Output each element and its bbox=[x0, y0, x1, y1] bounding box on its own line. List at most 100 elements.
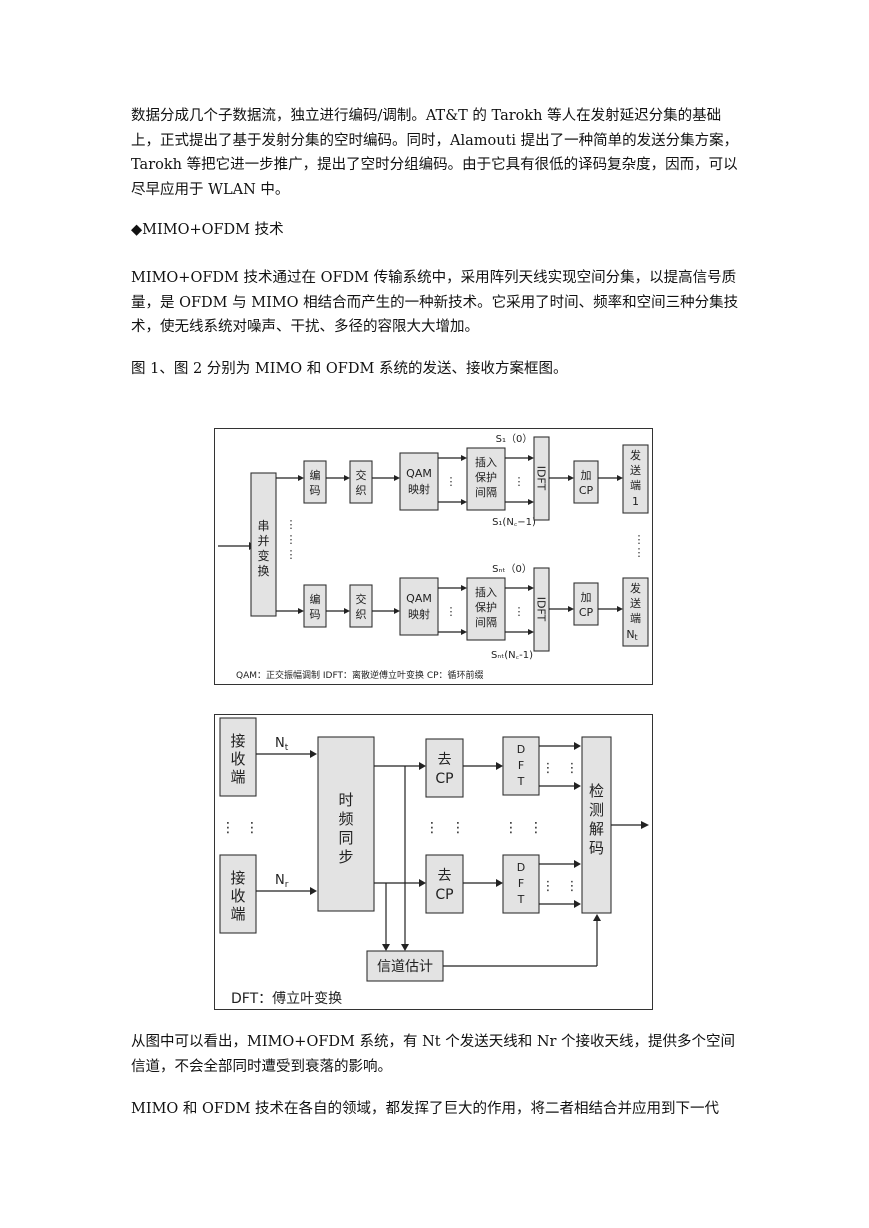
subcarrier-dots: ⋮ bbox=[514, 475, 525, 488]
branch-dots: ⋮ bbox=[425, 820, 439, 836]
symbol-label-snt-bottom: Sₙₜ(N꜀-1) bbox=[491, 650, 533, 661]
parallel-dots: ⋮ bbox=[286, 548, 297, 561]
tx-antenna-char: 送 bbox=[630, 463, 641, 477]
rx-antenna-char: 收 bbox=[230, 750, 245, 768]
remove-cp-box-bottom bbox=[425, 854, 464, 914]
guard-box-bottom bbox=[466, 577, 506, 641]
remove-cp-label: 去 bbox=[438, 868, 452, 884]
receiver-diagram: 接 收 端 Nt ⋮ ⋮ 接 收 端 Nr 时 频 同 步 去 CP 去 CP … bbox=[214, 714, 653, 1010]
tx-antenna-1-box bbox=[622, 444, 649, 514]
qam-label: QAM bbox=[406, 467, 432, 480]
tx-antenna-char: 发 bbox=[630, 448, 641, 462]
qam-label: 映射 bbox=[408, 482, 430, 496]
detect-char: 测 bbox=[589, 801, 604, 819]
branch-dots: ⋮ bbox=[504, 820, 518, 836]
sync-box bbox=[317, 736, 375, 912]
serial-parallel-char: 变 bbox=[257, 548, 269, 563]
output-dots: ⋮ bbox=[566, 879, 579, 894]
add-cp-box-bottom bbox=[573, 582, 599, 626]
encode-box-bottom bbox=[303, 584, 327, 628]
tx-antenna-char: 端 bbox=[630, 612, 641, 625]
idft-label: IDFT bbox=[535, 466, 548, 491]
antenna-dots: ⋮ bbox=[634, 546, 645, 559]
qam-box-top bbox=[399, 452, 439, 511]
qam-box-bottom bbox=[399, 577, 439, 636]
subcarrier-dots: ⋮ bbox=[514, 605, 525, 618]
branch-dots: ⋮ bbox=[451, 820, 465, 836]
figure-2-receiver: 接 收 端 Nt ⋮ ⋮ 接 收 端 Nr 时 频 同 步 去 CP 去 CP … bbox=[214, 714, 654, 1011]
figure-2-caption: DFT：傅立叶变换 bbox=[231, 990, 342, 1007]
transmitter-diagram: 串 并 变 换 ⋮ ⋮ ⋮ 编 码 交 织 QAM 映射 ⋮ 插入 保护 间隔 … bbox=[214, 428, 653, 685]
rx-antenna-char: 收 bbox=[230, 887, 245, 905]
paragraph-conclusion: 从图中可以看出，MIMO+OFDM 系统，有 Nt 个发送天线和 Nr 个接收天… bbox=[131, 1034, 736, 1075]
add-cp-label: 加 bbox=[581, 469, 592, 482]
guard-label: 间隔 bbox=[475, 486, 497, 499]
rx-antenna-n-box bbox=[219, 854, 257, 934]
tx-antenna-char: 端 bbox=[630, 479, 641, 492]
qam-label: QAM bbox=[406, 592, 432, 605]
parallel-dots: ⋮ bbox=[286, 518, 297, 531]
rx-antenna-char: 接 bbox=[230, 732, 245, 750]
paragraph-next-generation: MIMO 和 OFDM 技术在各自的领域，都发挥了巨大的作用，将二者相结合并应用… bbox=[131, 1101, 720, 1117]
rx-dots: ⋮ bbox=[245, 820, 259, 836]
serial-parallel-char: 换 bbox=[257, 564, 269, 578]
idft-label: IDFT bbox=[535, 597, 548, 622]
rx-antenna-char: 端 bbox=[230, 905, 245, 923]
parallel-dots: ⋮ bbox=[286, 533, 297, 546]
branch-dots: ⋮ bbox=[529, 820, 543, 836]
rx-dots: ⋮ bbox=[221, 820, 235, 836]
paragraph-space-time-coding: 数据分成几个子数据流，独立进行编码/调制。AT&T 的 Tarokh 等人在发射… bbox=[131, 108, 739, 198]
symbol-label-s1-bottom: S₁(N꜀−1) bbox=[492, 517, 536, 528]
subcarrier-dots: ⋮ bbox=[446, 605, 457, 618]
add-cp-label: CP bbox=[579, 484, 594, 497]
encode-box-top bbox=[303, 460, 327, 504]
dft-box-bottom bbox=[502, 854, 540, 914]
symbol-label-s1-top: S₁（0） bbox=[496, 433, 533, 445]
dft-char: F bbox=[518, 759, 524, 772]
add-cp-label: CP bbox=[579, 606, 594, 619]
symbol-label-snt-top: Sₙₜ（0） bbox=[492, 563, 532, 575]
serial-parallel-char: 串 bbox=[257, 519, 269, 533]
detect-char: 解 bbox=[589, 820, 604, 838]
qam-label: 映射 bbox=[408, 607, 430, 621]
interleave-label: 织 bbox=[356, 484, 367, 497]
dft-char: F bbox=[518, 877, 524, 890]
guard-box-top bbox=[466, 447, 506, 511]
guard-label: 保护 bbox=[475, 470, 497, 484]
tx-antenna-char: 送 bbox=[630, 596, 641, 610]
serial-parallel-box bbox=[250, 472, 277, 617]
remove-cp-label: 去 bbox=[438, 752, 452, 768]
add-cp-box-top bbox=[573, 460, 599, 504]
sync-char: 同 bbox=[338, 829, 353, 847]
channel-estimation-box bbox=[366, 950, 444, 982]
remove-cp-label: CP bbox=[435, 771, 453, 787]
rx-antenna-1-box bbox=[219, 717, 257, 797]
subcarrier-dots: ⋮ bbox=[446, 475, 457, 488]
rx-antenna-char: 端 bbox=[230, 768, 245, 786]
remove-cp-label: CP bbox=[435, 887, 453, 903]
dft-char: D bbox=[517, 743, 525, 756]
encode-label: 码 bbox=[310, 608, 321, 621]
encode-label: 码 bbox=[310, 484, 321, 497]
interleave-label: 交 bbox=[356, 468, 367, 482]
interleave-label: 织 bbox=[356, 608, 367, 621]
detect-decode-box bbox=[581, 736, 612, 914]
figure-1-transmitter: 串 并 变 换 ⋮ ⋮ ⋮ 编 码 交 织 QAM 映射 ⋮ 插入 保护 间隔 … bbox=[214, 428, 654, 686]
sync-char: 时 bbox=[338, 791, 353, 809]
sync-char: 频 bbox=[338, 810, 353, 828]
interleave-label: 交 bbox=[356, 592, 367, 606]
guard-label: 保护 bbox=[475, 600, 497, 614]
interleave-box-top bbox=[349, 460, 373, 504]
tx-antenna-n-label: Nt bbox=[626, 628, 637, 642]
paragraph-mimo-ofdm: MIMO+OFDM 技术通过在 OFDM 传输系统中，采用阵列天线实现空间分集，… bbox=[131, 270, 739, 335]
sync-char: 步 bbox=[338, 848, 353, 866]
tx-antenna-n-box bbox=[622, 577, 649, 647]
interleave-box-bottom bbox=[349, 584, 373, 628]
detect-char: 检 bbox=[589, 782, 604, 800]
antenna-dots: ⋮ bbox=[634, 533, 645, 546]
encode-label: 编 bbox=[310, 592, 321, 606]
paragraph-figure-intro: 图 1、图 2 分别为 MIMO 和 OFDM 系统的发送、接收方案框图。 bbox=[131, 361, 568, 377]
guard-label: 插入 bbox=[475, 455, 497, 469]
rx-antenna-char: 接 bbox=[230, 869, 245, 887]
dft-box-top bbox=[502, 736, 540, 796]
